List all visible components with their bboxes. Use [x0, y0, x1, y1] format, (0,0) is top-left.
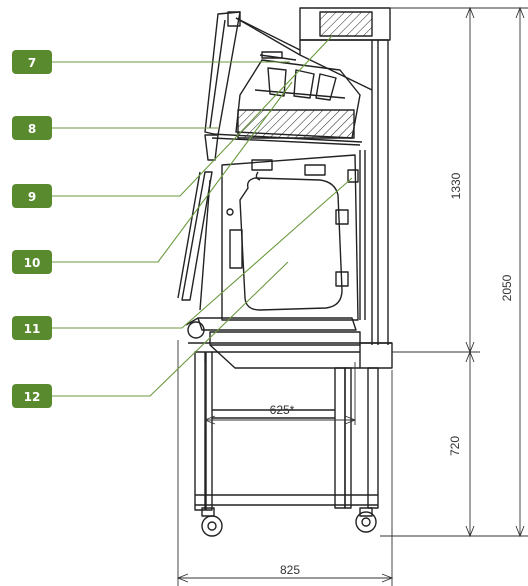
leader-11	[52, 177, 353, 329]
work-tray	[185, 317, 361, 369]
leader-10	[52, 81, 293, 263]
callout-label: 10	[24, 256, 41, 270]
top-filter-block	[319, 11, 373, 37]
leader-9	[52, 35, 333, 197]
dimension-lines	[177, 7, 528, 586]
callout-label: 11	[24, 322, 41, 336]
callout-badge-11: 11	[12, 316, 52, 340]
callout-badge-7: 7	[12, 50, 52, 74]
leader-12	[52, 261, 289, 397]
stand	[194, 351, 379, 511]
callout-label: 8	[28, 122, 36, 136]
callout-leaders	[52, 35, 353, 397]
cabinet-rear-wall	[300, 39, 389, 345]
dim-inner-width: 625*	[270, 403, 295, 417]
dim-stand-height: 720	[448, 436, 462, 456]
casters	[201, 507, 377, 537]
callout-badge-9: 9	[12, 184, 52, 208]
fan-units	[254, 51, 346, 101]
callout-badge-10: 10	[12, 250, 52, 274]
cabinet-drawing	[177, 7, 393, 537]
callout-badge-12: 12	[12, 384, 52, 408]
callout-badge-8: 8	[12, 116, 52, 140]
cabinet-roof	[235, 17, 373, 91]
front-glass	[177, 171, 213, 311]
cabinet-base	[359, 342, 393, 369]
callout-label: 9	[28, 190, 36, 204]
callout-label: 7	[28, 56, 36, 70]
callout-label: 12	[24, 390, 41, 404]
dim-total-height: 2050	[500, 274, 514, 301]
dim-total-width: 825	[280, 563, 300, 577]
front-sash	[204, 11, 241, 136]
dim-cabinet-height: 1330	[449, 172, 463, 199]
side-window	[221, 154, 359, 321]
dimension-arrows	[176, 6, 525, 583]
